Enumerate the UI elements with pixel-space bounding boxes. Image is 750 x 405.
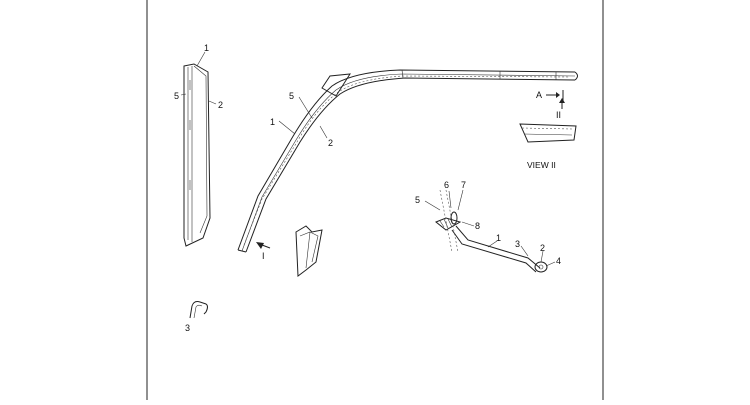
section-A-marker <box>546 90 565 109</box>
callout-arc-1: 1 <box>270 117 275 127</box>
seal-section-piece <box>295 225 323 277</box>
leader-left-5 <box>180 93 187 96</box>
vertical-seal-strip <box>180 51 217 247</box>
leader-rod-5 <box>424 200 441 211</box>
rod-assembly <box>424 189 556 273</box>
leader-rod-2 <box>540 250 544 263</box>
leader-left-1 <box>196 51 206 67</box>
callout-rod-3: 3 <box>515 239 520 249</box>
leader-arc-1 <box>278 120 296 135</box>
view-II-caption: VIEW II <box>527 160 556 170</box>
callout-rod-1: 1 <box>496 233 501 243</box>
callout-left-1: 1 <box>204 43 209 53</box>
callout-rod-8: 8 <box>475 221 480 231</box>
leader-rod-1 <box>487 240 498 248</box>
view-II-section <box>519 123 577 143</box>
leader-left-2 <box>208 100 217 105</box>
curved-frame-seal <box>237 69 578 253</box>
leader-rod-3 <box>520 245 529 257</box>
leader-rod-8 <box>461 221 475 227</box>
callout-rod-2: 2 <box>540 243 545 253</box>
callout-arc-2: 2 <box>328 138 333 148</box>
callout-rod-7: 7 <box>461 180 466 190</box>
leader-rod-4 <box>545 261 556 267</box>
view-I-arrow <box>256 242 271 249</box>
callout-arc-5: 5 <box>289 91 294 101</box>
leader-arc-2 <box>319 125 328 139</box>
callout-rod-5: 5 <box>415 195 420 205</box>
callout-view-I: I <box>262 251 265 261</box>
callout-bottom-3: 3 <box>185 323 190 333</box>
leader-rod-6 <box>448 190 452 209</box>
callout-left-2: 2 <box>218 100 223 110</box>
callout-view-II-marker: II <box>556 110 561 120</box>
callout-rod-6: 6 <box>444 180 449 190</box>
leader-arc-5 <box>298 96 313 119</box>
callout-A: A <box>536 90 542 100</box>
clip-part <box>189 301 208 319</box>
leader-rod-7 <box>457 189 464 211</box>
callout-rod-4: 4 <box>556 256 561 266</box>
callout-left-5: 5 <box>174 91 179 101</box>
